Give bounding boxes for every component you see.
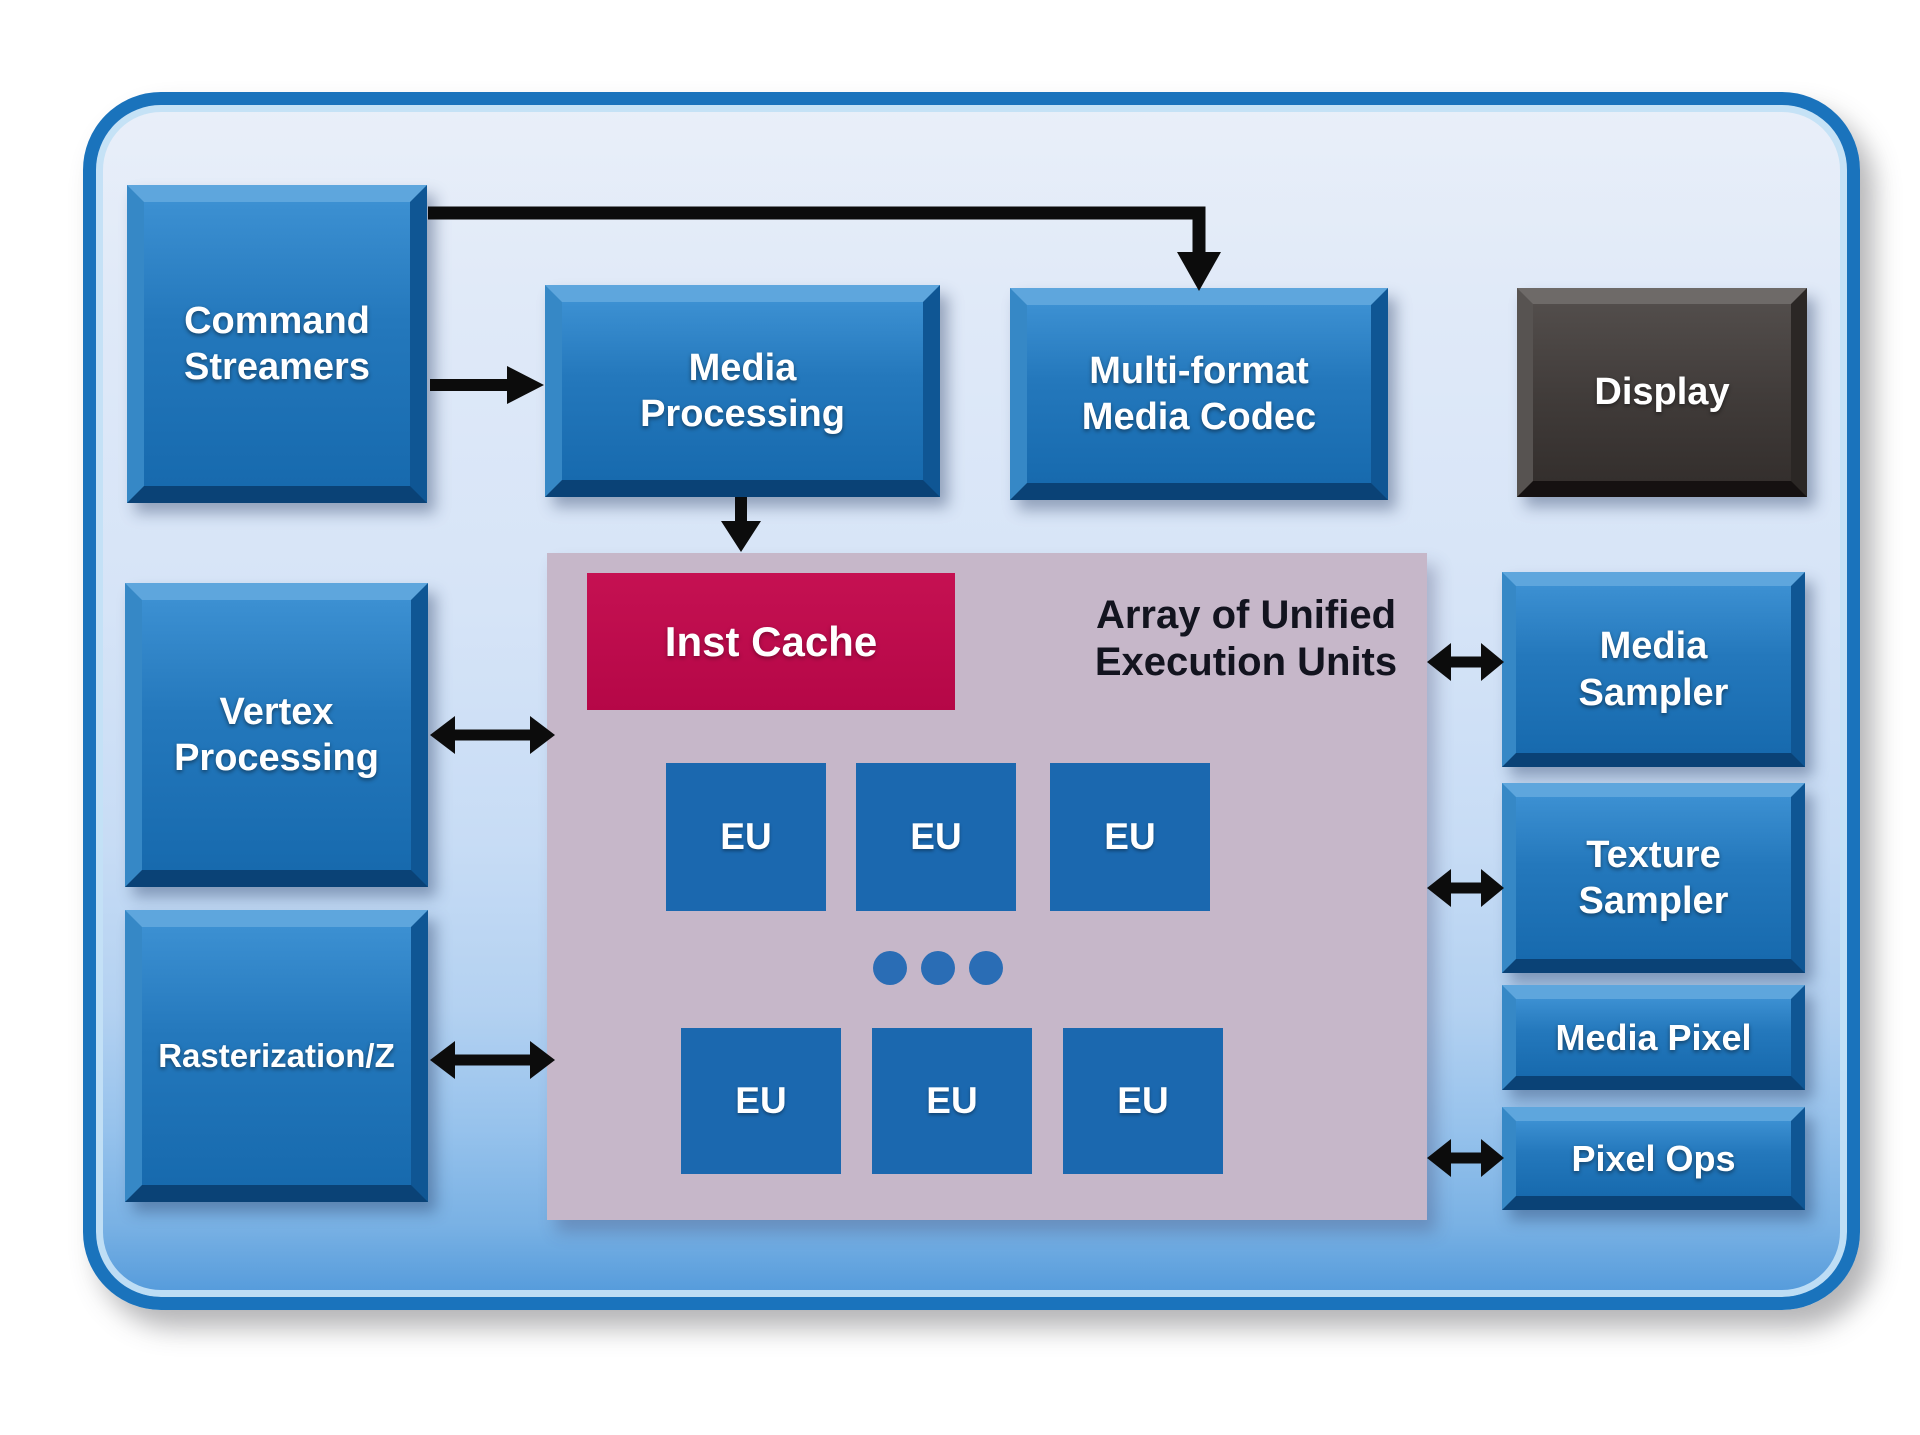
node-eu-5: EU (872, 1028, 1032, 1174)
node-eu-1: EU (666, 763, 826, 911)
node-vertex-processing: Vertex Processing (125, 583, 428, 887)
eu-label: EU (735, 1080, 787, 1121)
node-label: Vertex Processing (174, 690, 379, 779)
eu-label: EU (926, 1080, 978, 1121)
node-label: Media Pixel (1555, 1016, 1752, 1058)
eu-label: EU (720, 816, 772, 857)
node-media-processing: Media Processing (545, 285, 940, 497)
ellipsis-dot (873, 951, 907, 985)
node-media-sampler: Media Sampler (1502, 572, 1805, 767)
node-command-streamers: Command Streamers (127, 185, 427, 503)
node-label: Command Streamers (184, 299, 370, 388)
eu-label: EU (1117, 1080, 1169, 1121)
node-texture-sampler: Texture Sampler (1502, 783, 1805, 973)
node-inst-cache-label: Inst Cache (664, 617, 878, 665)
node-eu-6: EU (1063, 1028, 1223, 1174)
eu-ellipsis (873, 951, 1003, 985)
eu-array-title: Array of Unified Execution Units (1094, 593, 1398, 685)
ellipsis-dot (969, 951, 1003, 985)
node-display: Display (1517, 288, 1807, 497)
eu-label: EU (1104, 816, 1156, 857)
node-eu-4: EU (681, 1028, 841, 1174)
node-eu-2: EU (856, 763, 1016, 911)
node-pixel-ops: Pixel Ops (1502, 1107, 1805, 1210)
node-rasterization-z: Rasterization/Z (125, 910, 428, 1202)
node-inst-cache: Inst Cache (587, 573, 955, 710)
eu-label: EU (910, 816, 962, 857)
node-media-pixel: Media Pixel (1502, 985, 1805, 1090)
node-label: Media Processing (640, 346, 845, 435)
node-label: Media Sampler (1578, 625, 1729, 714)
node-label: Rasterization/Z (158, 1036, 395, 1074)
node-media-codec: Multi-format Media Codec (1010, 288, 1388, 500)
node-eu-3: EU (1050, 763, 1210, 911)
node-label: Display (1594, 371, 1730, 414)
node-label: Texture Sampler (1578, 833, 1729, 922)
ellipsis-dot (921, 951, 955, 985)
node-label: Pixel Ops (1571, 1137, 1736, 1179)
node-label: Multi-format Media Codec (1081, 349, 1317, 438)
